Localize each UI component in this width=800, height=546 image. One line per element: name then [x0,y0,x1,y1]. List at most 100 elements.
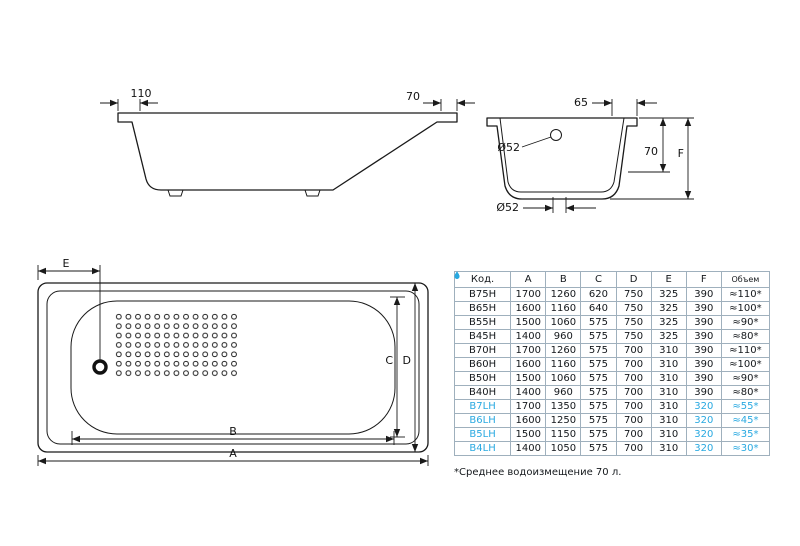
cell-code: B55H [453,315,512,330]
cell-F: 390 [685,385,722,400]
cell-F: 320 [685,413,722,428]
cell-E: 310 [650,441,687,456]
cell-code: B40H [453,385,512,400]
cell-D: 700 [615,441,652,456]
cell-A: 1500 [510,371,547,386]
cell-D: 700 [615,385,652,400]
cell-B: 1150 [545,427,582,442]
cell-C: 640 [580,301,617,316]
cell-D: 700 [615,343,652,358]
cell-A: 1500 [510,427,547,442]
cell-E: 310 [650,399,687,414]
dim-label-F: F [678,147,684,160]
dim-label-70-depth: 70 [644,145,658,158]
dim-label-B: B [229,425,237,438]
cell-C: 575 [580,399,617,414]
dimension-A: A [37,447,429,466]
side-view: 110 70 [100,87,475,197]
overflow-hole [550,129,562,141]
dim-label-E: E [63,257,70,270]
cell-B: 1160 [545,357,582,372]
tub-foot [304,189,321,197]
cell-code: B5LH [453,271,512,442]
cell-C: 575 [580,371,617,386]
cell-D: 750 [615,287,652,302]
dim-label-D: D [403,354,411,367]
top-view: E C D B [37,257,429,466]
column-header-B: B [545,271,582,288]
cell-C: 575 [580,315,617,330]
cell-D: 750 [615,315,652,330]
dimension-D: D [403,283,419,452]
dimension-110: 110 [100,87,158,111]
cell-C: 575 [580,441,617,456]
cell-E: 310 [650,371,687,386]
cell-F: 390 [685,301,722,316]
cell-E: 325 [650,301,687,316]
dimension-70-rim: 70 [406,90,475,111]
column-header-Объем: Объем [720,271,771,288]
column-header-C: C [580,271,617,288]
cell-Объем: ≈35* [720,427,771,442]
cell-C: 575 [580,357,617,372]
cell-E: 310 [650,343,687,358]
drain-hole [92,359,108,375]
cell-F: 320 [685,399,722,414]
cell-F: 390 [685,329,722,344]
cell-B: 1250 [545,413,582,428]
cell-A: 1400 [510,441,547,456]
cell-D: 700 [615,427,652,442]
cross-section-view: Ø52 65 70 F [486,96,694,214]
cell-B: 1060 [545,315,582,330]
cell-E: 325 [650,315,687,330]
cell-C: 575 [580,427,617,442]
cell-Объем: ≈30* [720,441,771,456]
dimension-B: B [71,425,395,445]
cell-E: 325 [650,329,687,344]
cell-D: 700 [615,399,652,414]
cell-F: 390 [685,371,722,386]
cell-A: 1700 [510,343,547,358]
dimension-65: 65 [574,96,657,116]
cell-F: 390 [685,287,722,302]
cell-F: 320 [685,441,722,456]
column-header-D: D [615,271,652,288]
dimension-E: E [37,257,101,361]
dim-label-70-rim: 70 [406,90,420,103]
cell-C: 575 [580,385,617,400]
cell-Объем: ≈45* [720,413,771,428]
drain-diameter-label: Ø52 [496,201,519,214]
cell-code: B6LH [453,271,512,428]
dimension-C: C [385,296,405,438]
cell-B: 960 [545,385,582,400]
cell-Объем: ≈110* [720,287,771,302]
cell-code: B4LH [453,271,512,456]
cell-F: 320 [685,427,722,442]
cell-D: 700 [615,357,652,372]
drain-dimension: Ø52 [496,197,596,214]
dim-label-65: 65 [574,96,588,109]
cell-A: 1600 [510,357,547,372]
cell-Объем: ≈110* [720,343,771,358]
cell-C: 575 [580,329,617,344]
overflow-diameter-label: Ø52 [497,141,520,154]
cell-A: 1400 [510,385,547,400]
cell-B: 1160 [545,301,582,316]
cell-F: 390 [685,357,722,372]
cell-E: 310 [650,413,687,428]
column-header-code: Код. [453,271,512,288]
cell-F: 390 [685,315,722,330]
